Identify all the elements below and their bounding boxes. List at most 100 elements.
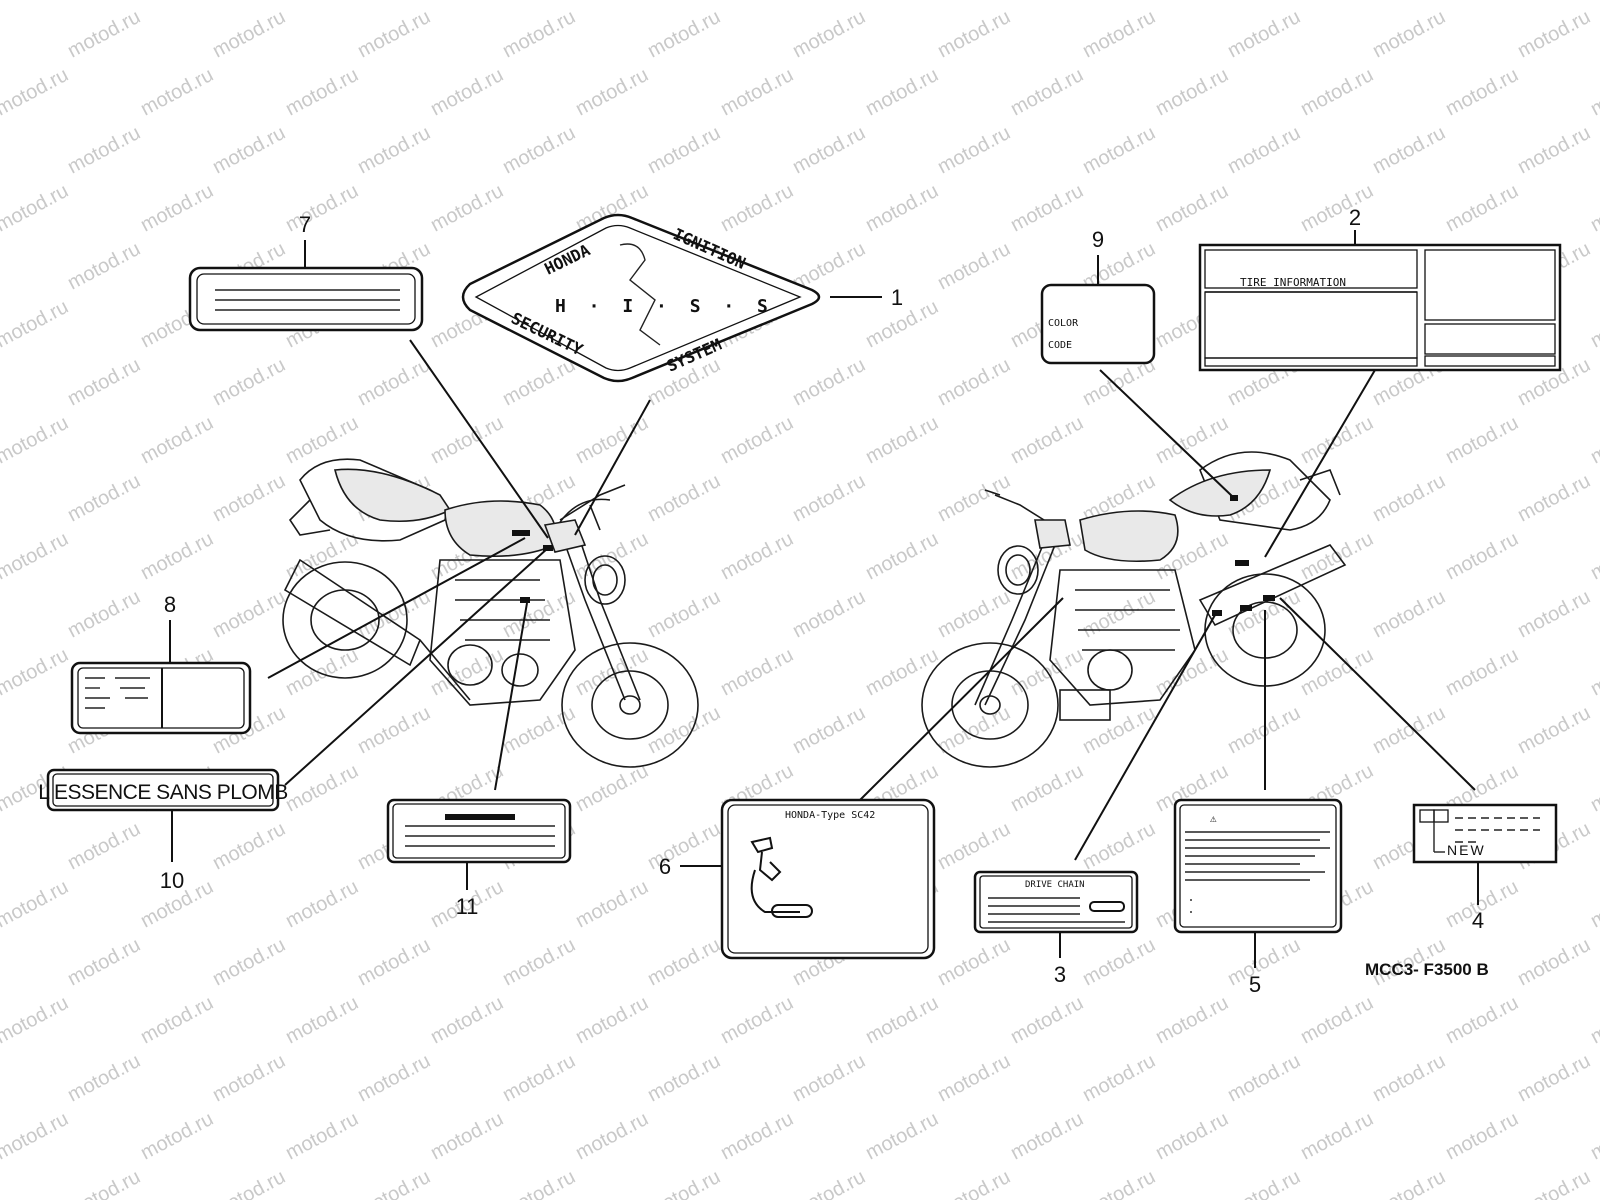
watermark-text: motod.ru [64, 1050, 144, 1106]
label-11-plate [386, 798, 572, 864]
watermark-text: motod.ru [1514, 122, 1594, 178]
watermark-text: motod.ru [644, 586, 724, 642]
watermark-text: motod.ru [0, 644, 72, 700]
watermark-text: motod.ru [0, 296, 72, 352]
watermark-text: motod.ru [1079, 122, 1159, 178]
key-cylinder-icon [750, 836, 782, 882]
watermark-text: motod.ru [427, 180, 507, 236]
label-9-color-code: COLOR CODE [1040, 283, 1156, 365]
watermark-text: motod.ru [1007, 0, 1087, 4]
watermark-text: motod.ru [644, 6, 724, 62]
watermark-text: motod.ru [1297, 1108, 1377, 1164]
watermark-text: motod.ru [572, 0, 652, 4]
watermark-text: motod.ru [862, 1108, 942, 1164]
watermark-text: motod.ru [209, 354, 289, 410]
watermark-text: motod.ru [1079, 586, 1159, 642]
watermark-text: motod.ru [789, 586, 869, 642]
watermark-text: motod.ru [862, 0, 942, 4]
watermark-text: motod.ru [862, 64, 942, 120]
watermark-text: motod.ru [1224, 122, 1304, 178]
watermark-text: motod.ru [1079, 6, 1159, 62]
watermark-text: motod.ru [209, 470, 289, 526]
watermark-text: motod.ru [1152, 64, 1232, 120]
watermark-text: motod.ru [1587, 64, 1600, 120]
label-5-warning: ⚠ [1173, 798, 1343, 934]
watermark-text: motod.ru [1297, 644, 1377, 700]
watermark-text: motod.ru [789, 6, 869, 62]
watermark-text: motod.ru [1369, 122, 1449, 178]
callout-8: 8 [164, 592, 176, 617]
label-hiss-security-badge: HONDA IGNITION H · I · S · S SECURITY SY… [461, 213, 821, 383]
watermark-text: motod.ru [1224, 1050, 1304, 1106]
watermark-text: motod.ru [644, 1166, 724, 1200]
warning-icon: ⚠ [1210, 812, 1217, 825]
watermark-text: motod.ru [862, 992, 942, 1048]
watermark-text: motod.ru [137, 180, 217, 236]
watermark-text: motod.ru [499, 354, 579, 410]
watermark-text: motod.ru [1007, 992, 1087, 1048]
watermark-text: motod.ru [0, 0, 72, 4]
watermark-text: motod.ru [1152, 412, 1232, 468]
watermark-text: motod.ru [499, 1166, 579, 1200]
watermark-text: motod.ru [499, 6, 579, 62]
callout-2: 2 [1349, 205, 1361, 230]
watermark-text: motod.ru [1442, 1108, 1522, 1164]
motorcycle-left-view [282, 458, 699, 768]
watermark-text: motod.ru [282, 0, 362, 4]
watermark-text: motod.ru [934, 818, 1014, 874]
watermark-text: motod.ru [1297, 412, 1377, 468]
watermark-text: motod.ru [1587, 0, 1600, 4]
label-10-fuel: L ESSENCE SANS PLOMB [38, 768, 288, 812]
watermark-text: motod.ru [862, 644, 942, 700]
watermark-text: motod.ru [427, 992, 507, 1048]
watermark-text: motod.ru [1224, 1166, 1304, 1200]
watermark-text: motod.ru [1152, 644, 1232, 700]
watermark-text: motod.ru [137, 64, 217, 120]
watermark-text: motod.ru [282, 180, 362, 236]
watermark-text: motod.ru [1224, 934, 1304, 990]
watermark-text: motod.ru [0, 876, 72, 932]
watermark-text: motod.ru [1007, 180, 1087, 236]
watermark-text: motod.ru [0, 992, 72, 1048]
watermark-text: motod.ru [934, 6, 1014, 62]
watermark-text: motod.ru [1514, 702, 1594, 758]
lightning-key-icon [619, 243, 661, 346]
watermark-text: motod.ru [934, 934, 1014, 990]
watermark-text: motod.ru [1587, 412, 1600, 468]
watermark-text: motod.ru [1514, 1166, 1594, 1200]
watermark-text: motod.ru [137, 412, 217, 468]
watermark-text: motod.ru [572, 760, 652, 816]
watermark-text: motod.ru [1224, 6, 1304, 62]
watermark-text: motod.ru [1369, 470, 1449, 526]
label-6-type-plate: HONDA-Type SC42 [720, 798, 936, 960]
watermark-text: motod.ru [1587, 644, 1600, 700]
watermark-text: motod.ru [789, 1050, 869, 1106]
watermark-text: motod.ru [64, 818, 144, 874]
watermark-text: motod.ru [1369, 586, 1449, 642]
watermark-text: motod.ru [1514, 934, 1594, 990]
watermark-text: motod.ru [934, 1166, 1014, 1200]
watermark-text: motod.ru [1079, 818, 1159, 874]
callout-1: 1 [891, 285, 903, 310]
watermark-text: motod.ru [64, 586, 144, 642]
watermark-text: motod.ru [209, 1166, 289, 1200]
watermark-text: motod.ru [64, 354, 144, 410]
watermark-text: motod.ru [209, 934, 289, 990]
watermark-text: motod.ru [209, 818, 289, 874]
watermark-text: motod.ru [934, 122, 1014, 178]
watermark-text: motod.ru [934, 702, 1014, 758]
watermark-text: motod.ru [1297, 0, 1377, 4]
watermark-text: motod.ru [789, 122, 869, 178]
watermark-text: motod.ru [1152, 992, 1232, 1048]
watermark-text: motod.ru [717, 992, 797, 1048]
watermark-text: motod.ru [282, 876, 362, 932]
watermark-text: motod.ru [137, 992, 217, 1048]
watermark-text: motod.ru [1514, 586, 1594, 642]
callout-7: 7 [299, 212, 311, 237]
motorcycle-right-view [921, 451, 1347, 768]
watermark-text: motod.ru [934, 238, 1014, 294]
watermark-text: motod.ru [1514, 1050, 1594, 1106]
fuel-label-text: L ESSENCE SANS PLOMB [38, 781, 287, 804]
